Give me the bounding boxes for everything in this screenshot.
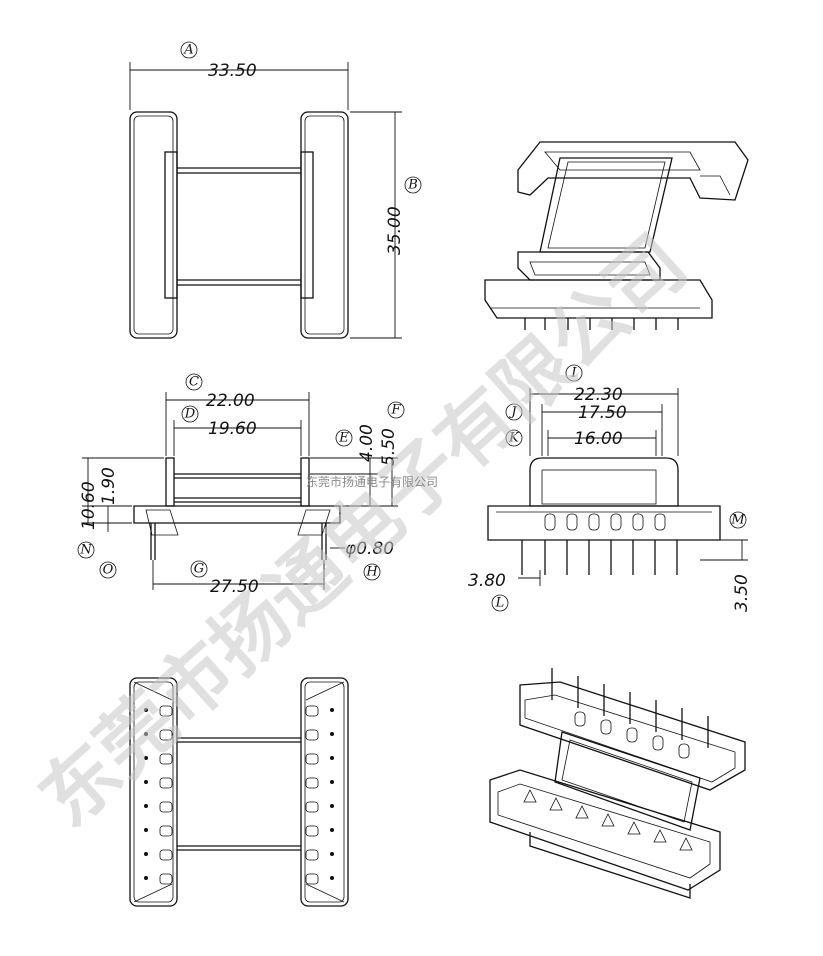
dim-d-value: 19.60 [208, 419, 257, 439]
dim-h-value: φ0.80 [345, 539, 394, 559]
label-l: L [495, 596, 505, 611]
label-m: M [730, 513, 745, 528]
label-k: K [508, 431, 520, 446]
dim-b-value: 35.00 [385, 206, 405, 255]
label-i: I [570, 366, 577, 381]
iso-view-bottom [489, 668, 746, 899]
watermark-large-text: 东莞市扬通电子有限公司 [22, 218, 703, 844]
dimension-g: 27.50 G [152, 560, 325, 597]
dimension-e-f: 4.00 5.50 E F [310, 401, 405, 507]
side-view [133, 457, 341, 560]
bottom-pads-right [305, 705, 319, 885]
dimension-l: 3.80 L [468, 570, 541, 612]
top-view [129, 111, 349, 339]
dim-n-value: 10.60 [79, 481, 99, 530]
dim-j-value: 17.50 [578, 403, 627, 423]
dim-g-value: 27.50 [210, 577, 259, 597]
label-n: N [79, 543, 92, 558]
dim-c-value: 22.00 [206, 391, 255, 411]
dimension-i: 22.30 I [529, 364, 679, 456]
dimension-j: 17.50 J [505, 403, 663, 456]
label-f: F [390, 403, 401, 418]
label-g: G [194, 562, 204, 577]
dimension-h: φ0.80 H [330, 539, 394, 581]
dim-k-value: 16.00 [574, 429, 623, 449]
dim-l-value: 3.80 [468, 571, 506, 591]
dim-e-value: 4.00 [357, 424, 377, 462]
dim-i-value: 22.30 [574, 385, 623, 405]
bottom-pads-left [159, 705, 173, 885]
watermark: 东莞市扬通电子有限公司 东莞市扬通电子有限公司 [22, 218, 703, 844]
dim-a-value: 33.50 [208, 61, 257, 81]
dimension-k: 16.00 K [505, 429, 657, 456]
iso-view-top [484, 141, 749, 330]
dimension-d: 19.60 D [173, 405, 302, 456]
label-d: D [184, 407, 196, 422]
dimension-c: 22.00 C [165, 373, 310, 456]
front-view [487, 457, 721, 575]
label-c: C [189, 375, 199, 390]
dimension-m: 3.50 M [700, 511, 752, 612]
dim-f-value: 5.50 [379, 428, 399, 466]
watermark-small-text: 东莞市扬通电子有限公司 [306, 474, 438, 489]
bottom-view [129, 677, 349, 907]
bottom-holes [144, 708, 334, 880]
dimension-a: 33.50 A [129, 41, 349, 110]
label-o: O [103, 563, 114, 578]
label-b: B [407, 178, 418, 193]
dimension-b: 35.00 B [350, 111, 422, 339]
label-j: J [508, 405, 517, 420]
dim-p-value: 3.50 [732, 574, 752, 612]
dimension-n-o: 10.60 1.90 N O [77, 457, 164, 579]
label-a: A [183, 43, 193, 58]
dim-o-value: 1.90 [99, 467, 119, 505]
label-h: H [365, 565, 378, 580]
label-e: E [338, 431, 349, 446]
